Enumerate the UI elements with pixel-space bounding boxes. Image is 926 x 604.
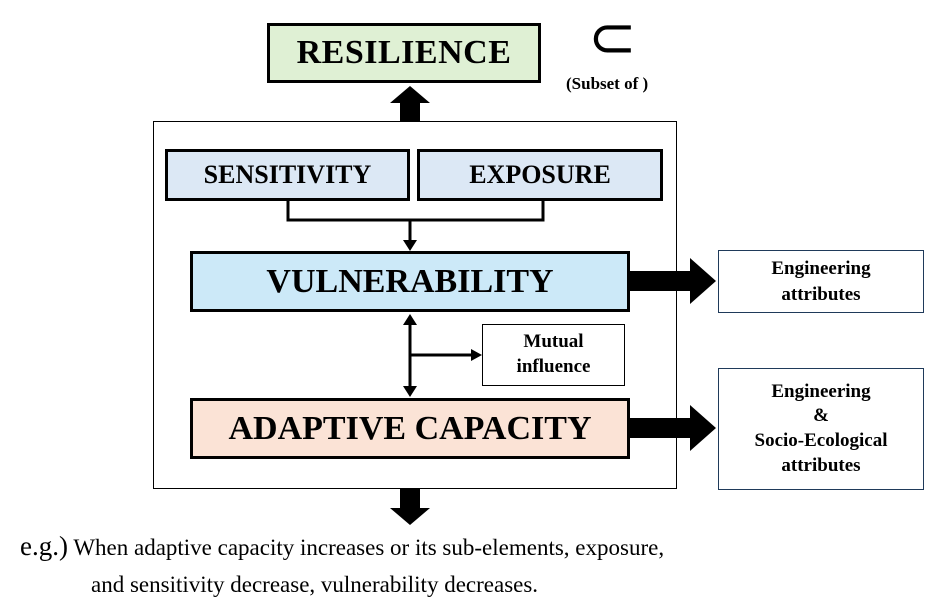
engineering-attributes-line-1: Engineering (771, 257, 871, 279)
caption-prefix: e.g.) (20, 531, 68, 561)
exposure-label: EXPOSURE (469, 160, 611, 189)
mutual-arrow-head-up (403, 314, 417, 325)
socio-ecological-attributes-box: Engineering & Socio-Ecological attribute… (718, 368, 924, 490)
resilience-label: RESILIENCE (296, 34, 512, 71)
caption-text-1: When adaptive capacity increases or its … (67, 535, 665, 560)
mutual-influence-line-1: Mutual (523, 331, 584, 353)
socio-ecological-line-2: & (813, 405, 829, 427)
sensitivity-label: SENSITIVITY (203, 160, 372, 189)
exposure-box: EXPOSURE (417, 149, 663, 201)
socio-ecological-line-4: attributes (781, 454, 861, 476)
engineering-attributes-box: Engineering attributes (718, 250, 924, 313)
mutual-branch-head (471, 349, 482, 361)
arrow-down-output (390, 489, 430, 525)
adaptive-capacity-label: ADAPTIVE CAPACITY (228, 409, 592, 447)
arrow-to-engineering (630, 258, 716, 304)
arrow-to-resilience (390, 86, 430, 121)
resilience-box: RESILIENCE (267, 23, 541, 83)
mutual-influence-box: Mutual influence (482, 324, 625, 386)
bracket-connector (286, 201, 545, 222)
vulnerability-label: VULNERABILITY (266, 262, 554, 300)
mutual-influence-line-2: influence (516, 356, 591, 377)
arrow-to-vulnerability-head (403, 240, 417, 251)
caption-line-2: and sensitivity decrease, vulnerability … (91, 572, 539, 597)
system-frame (153, 121, 677, 489)
socio-ecological-line-1: Engineering (771, 380, 871, 402)
subset-label: (Subset of ) (566, 74, 649, 93)
engineering-attributes-line-2: attributes (781, 283, 861, 305)
adaptive-capacity-box: ADAPTIVE CAPACITY (190, 398, 630, 459)
sensitivity-box: SENSITIVITY (165, 149, 410, 201)
subset-symbol: ⊂ (588, 3, 637, 71)
example-caption: e.g.) When adaptive capacity increases o… (20, 528, 664, 603)
arrow-to-socio-ecological (630, 405, 716, 451)
socio-ecological-line-3: Socio-Ecological (754, 430, 888, 451)
caption-line-1: e.g.) When adaptive capacity increases o… (20, 528, 664, 566)
mutual-arrow-head-down (403, 386, 417, 397)
vulnerability-box: VULNERABILITY (190, 251, 630, 312)
